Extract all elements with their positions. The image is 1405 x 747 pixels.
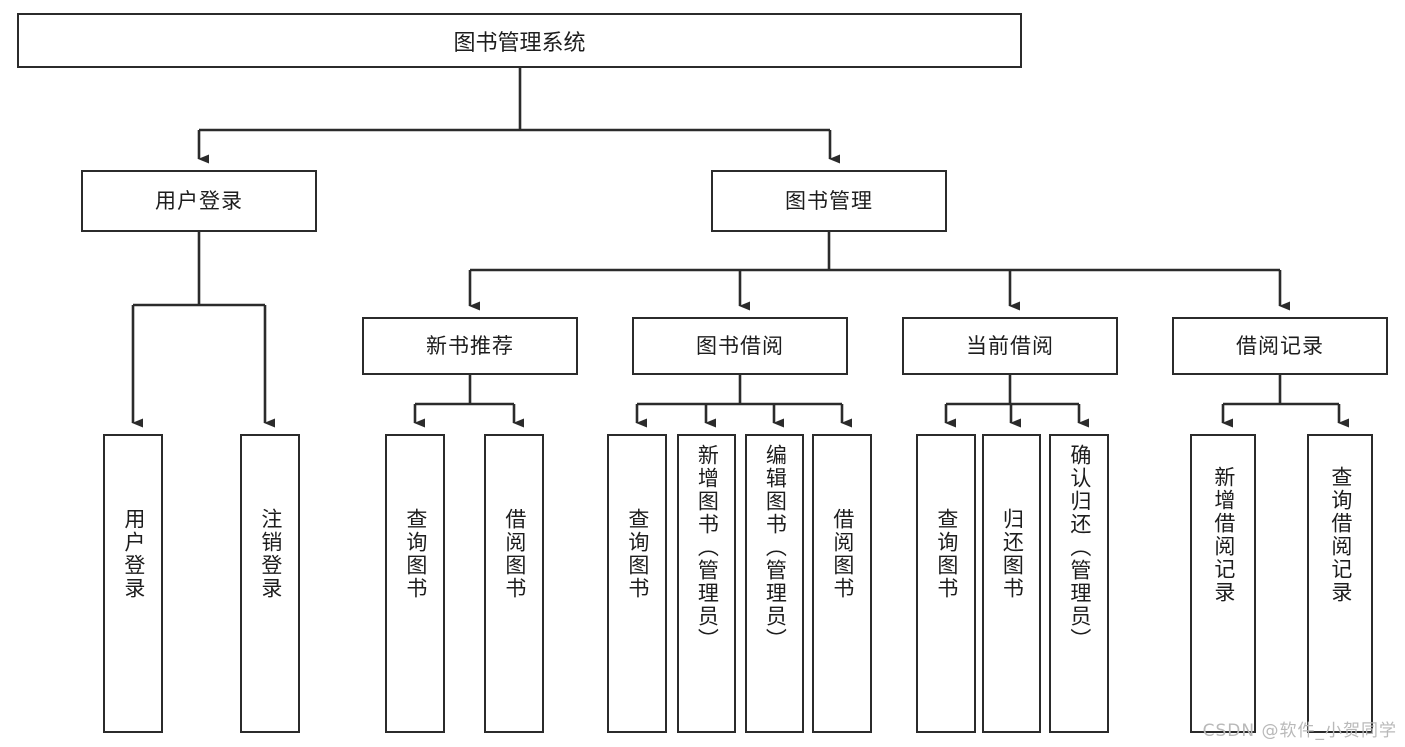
- leaf-label: 确认归还（管理员）: [1067, 444, 1092, 651]
- leaf-current-borrow-query[interactable]: 查询图书: [916, 434, 976, 733]
- leaf-label: 新增借阅记录: [1211, 466, 1236, 604]
- leaf-borrow-record-add[interactable]: 新增借阅记录: [1190, 434, 1256, 733]
- node-current-borrow[interactable]: 当前借阅: [902, 317, 1118, 375]
- leaf-new-book-query[interactable]: 查询图书: [385, 434, 445, 733]
- node-borrow-record[interactable]: 借阅记录: [1172, 317, 1388, 375]
- leaf-label: 查询图书: [403, 508, 428, 600]
- leaf-user-login-logout[interactable]: 注销登录: [240, 434, 300, 733]
- node-new-book-recommend-label: 新书推荐: [426, 333, 514, 358]
- node-root-label: 图书管理系统: [453, 30, 586, 56]
- leaf-book-borrow-add[interactable]: 新增图书（管理员）: [677, 434, 736, 733]
- leaf-label: 查询图书: [625, 508, 650, 600]
- leaf-new-book-borrow[interactable]: 借阅图书: [484, 434, 544, 733]
- node-book-borrow-label: 图书借阅: [696, 333, 784, 358]
- node-user-login[interactable]: 用户登录: [81, 170, 317, 232]
- watermark: CSDN @软件_小贺同学: [1202, 721, 1397, 741]
- node-book-borrow[interactable]: 图书借阅: [632, 317, 848, 375]
- node-borrow-record-label: 借阅记录: [1236, 333, 1324, 358]
- leaf-book-borrow-query[interactable]: 查询图书: [607, 434, 667, 733]
- node-user-login-label: 用户登录: [155, 188, 243, 213]
- node-new-book-recommend[interactable]: 新书推荐: [362, 317, 578, 375]
- leaf-label: 查询借阅记录: [1328, 466, 1353, 604]
- node-root[interactable]: 图书管理系统: [17, 13, 1022, 68]
- leaf-book-borrow-edit[interactable]: 编辑图书（管理员）: [745, 434, 804, 733]
- leaf-label: 借阅图书: [502, 508, 527, 600]
- node-current-borrow-label: 当前借阅: [966, 333, 1054, 358]
- leaf-label: 编辑图书（管理员）: [763, 444, 788, 651]
- leaf-current-borrow-return[interactable]: 归还图书: [982, 434, 1041, 733]
- leaf-user-login-login[interactable]: 用户登录: [103, 434, 163, 733]
- leaf-label: 用户登录: [121, 508, 146, 600]
- node-book-management[interactable]: 图书管理: [711, 170, 947, 232]
- leaf-label: 借阅图书: [830, 508, 855, 600]
- leaf-label: 归还图书: [1000, 508, 1025, 600]
- leaf-borrow-record-query[interactable]: 查询借阅记录: [1307, 434, 1373, 733]
- leaf-label: 注销登录: [258, 508, 283, 600]
- leaf-label: 查询图书: [934, 508, 959, 600]
- node-book-management-label: 图书管理: [785, 188, 873, 213]
- leaf-label: 新增图书（管理员）: [695, 444, 720, 651]
- leaf-book-borrow-borrow[interactable]: 借阅图书: [812, 434, 872, 733]
- leaf-current-borrow-confirm[interactable]: 确认归还（管理员）: [1049, 434, 1109, 733]
